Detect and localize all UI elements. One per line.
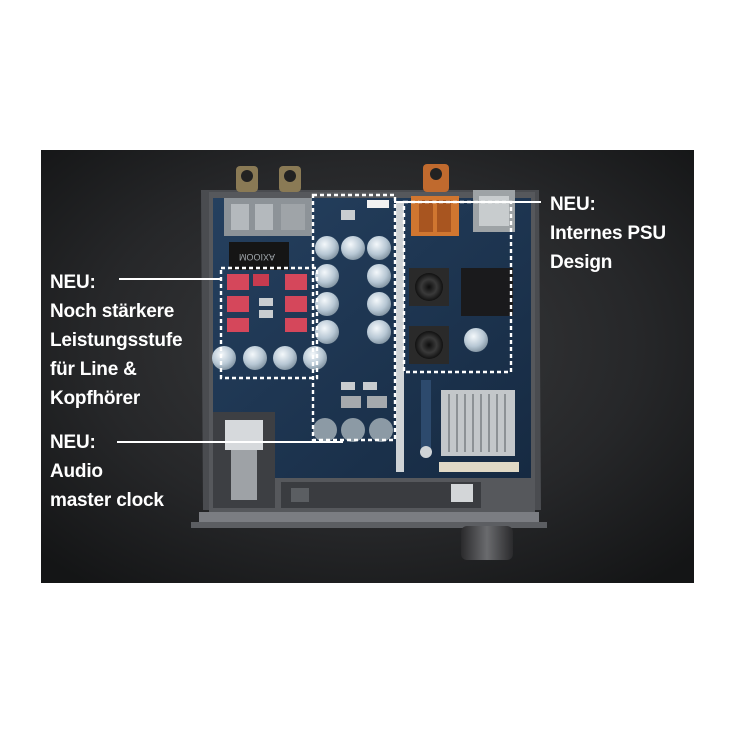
callout-psu-line1: Internes PSU (550, 223, 666, 244)
callout-power-line4: Kopfhörer (50, 388, 141, 409)
callout-clock-heading: NEU: (50, 432, 96, 453)
red-capacitors (227, 274, 307, 332)
callout-psu-heading: NEU: (550, 194, 596, 215)
callout-power-line3: für Line & (50, 359, 137, 380)
highlight-boxes (219, 193, 513, 442)
leader-lines (117, 201, 541, 443)
highlight-box-power-stage (219, 266, 319, 380)
callout-power-stage: NEU: Noch stärkere Leistungsstufe für Li… (50, 268, 183, 413)
amplifier-photo: AXIOOM (41, 150, 694, 583)
callout-master-clock: NEU: Audio master clock (50, 428, 164, 515)
callout-power-line1: Noch stärkere (50, 301, 175, 322)
electrolytic-capacitors (212, 236, 488, 442)
callout-psu-line2: Design (550, 252, 613, 273)
callout-clock-line1: Audio (50, 461, 103, 482)
small-components (259, 200, 432, 458)
callout-clock-line2: master clock (50, 490, 164, 511)
highlight-box-clock (311, 193, 397, 442)
highlight-box-psu (402, 200, 513, 374)
callout-internal-psu: NEU: Internes PSU Design (550, 190, 666, 277)
amplifier-scene: AXIOOM (41, 150, 694, 583)
callout-power-heading: NEU: (50, 272, 96, 293)
chip-marking: AXIOOM (239, 252, 275, 262)
rca-jacks (236, 164, 449, 192)
callout-power-line2: Leistungsstufe (50, 330, 183, 351)
